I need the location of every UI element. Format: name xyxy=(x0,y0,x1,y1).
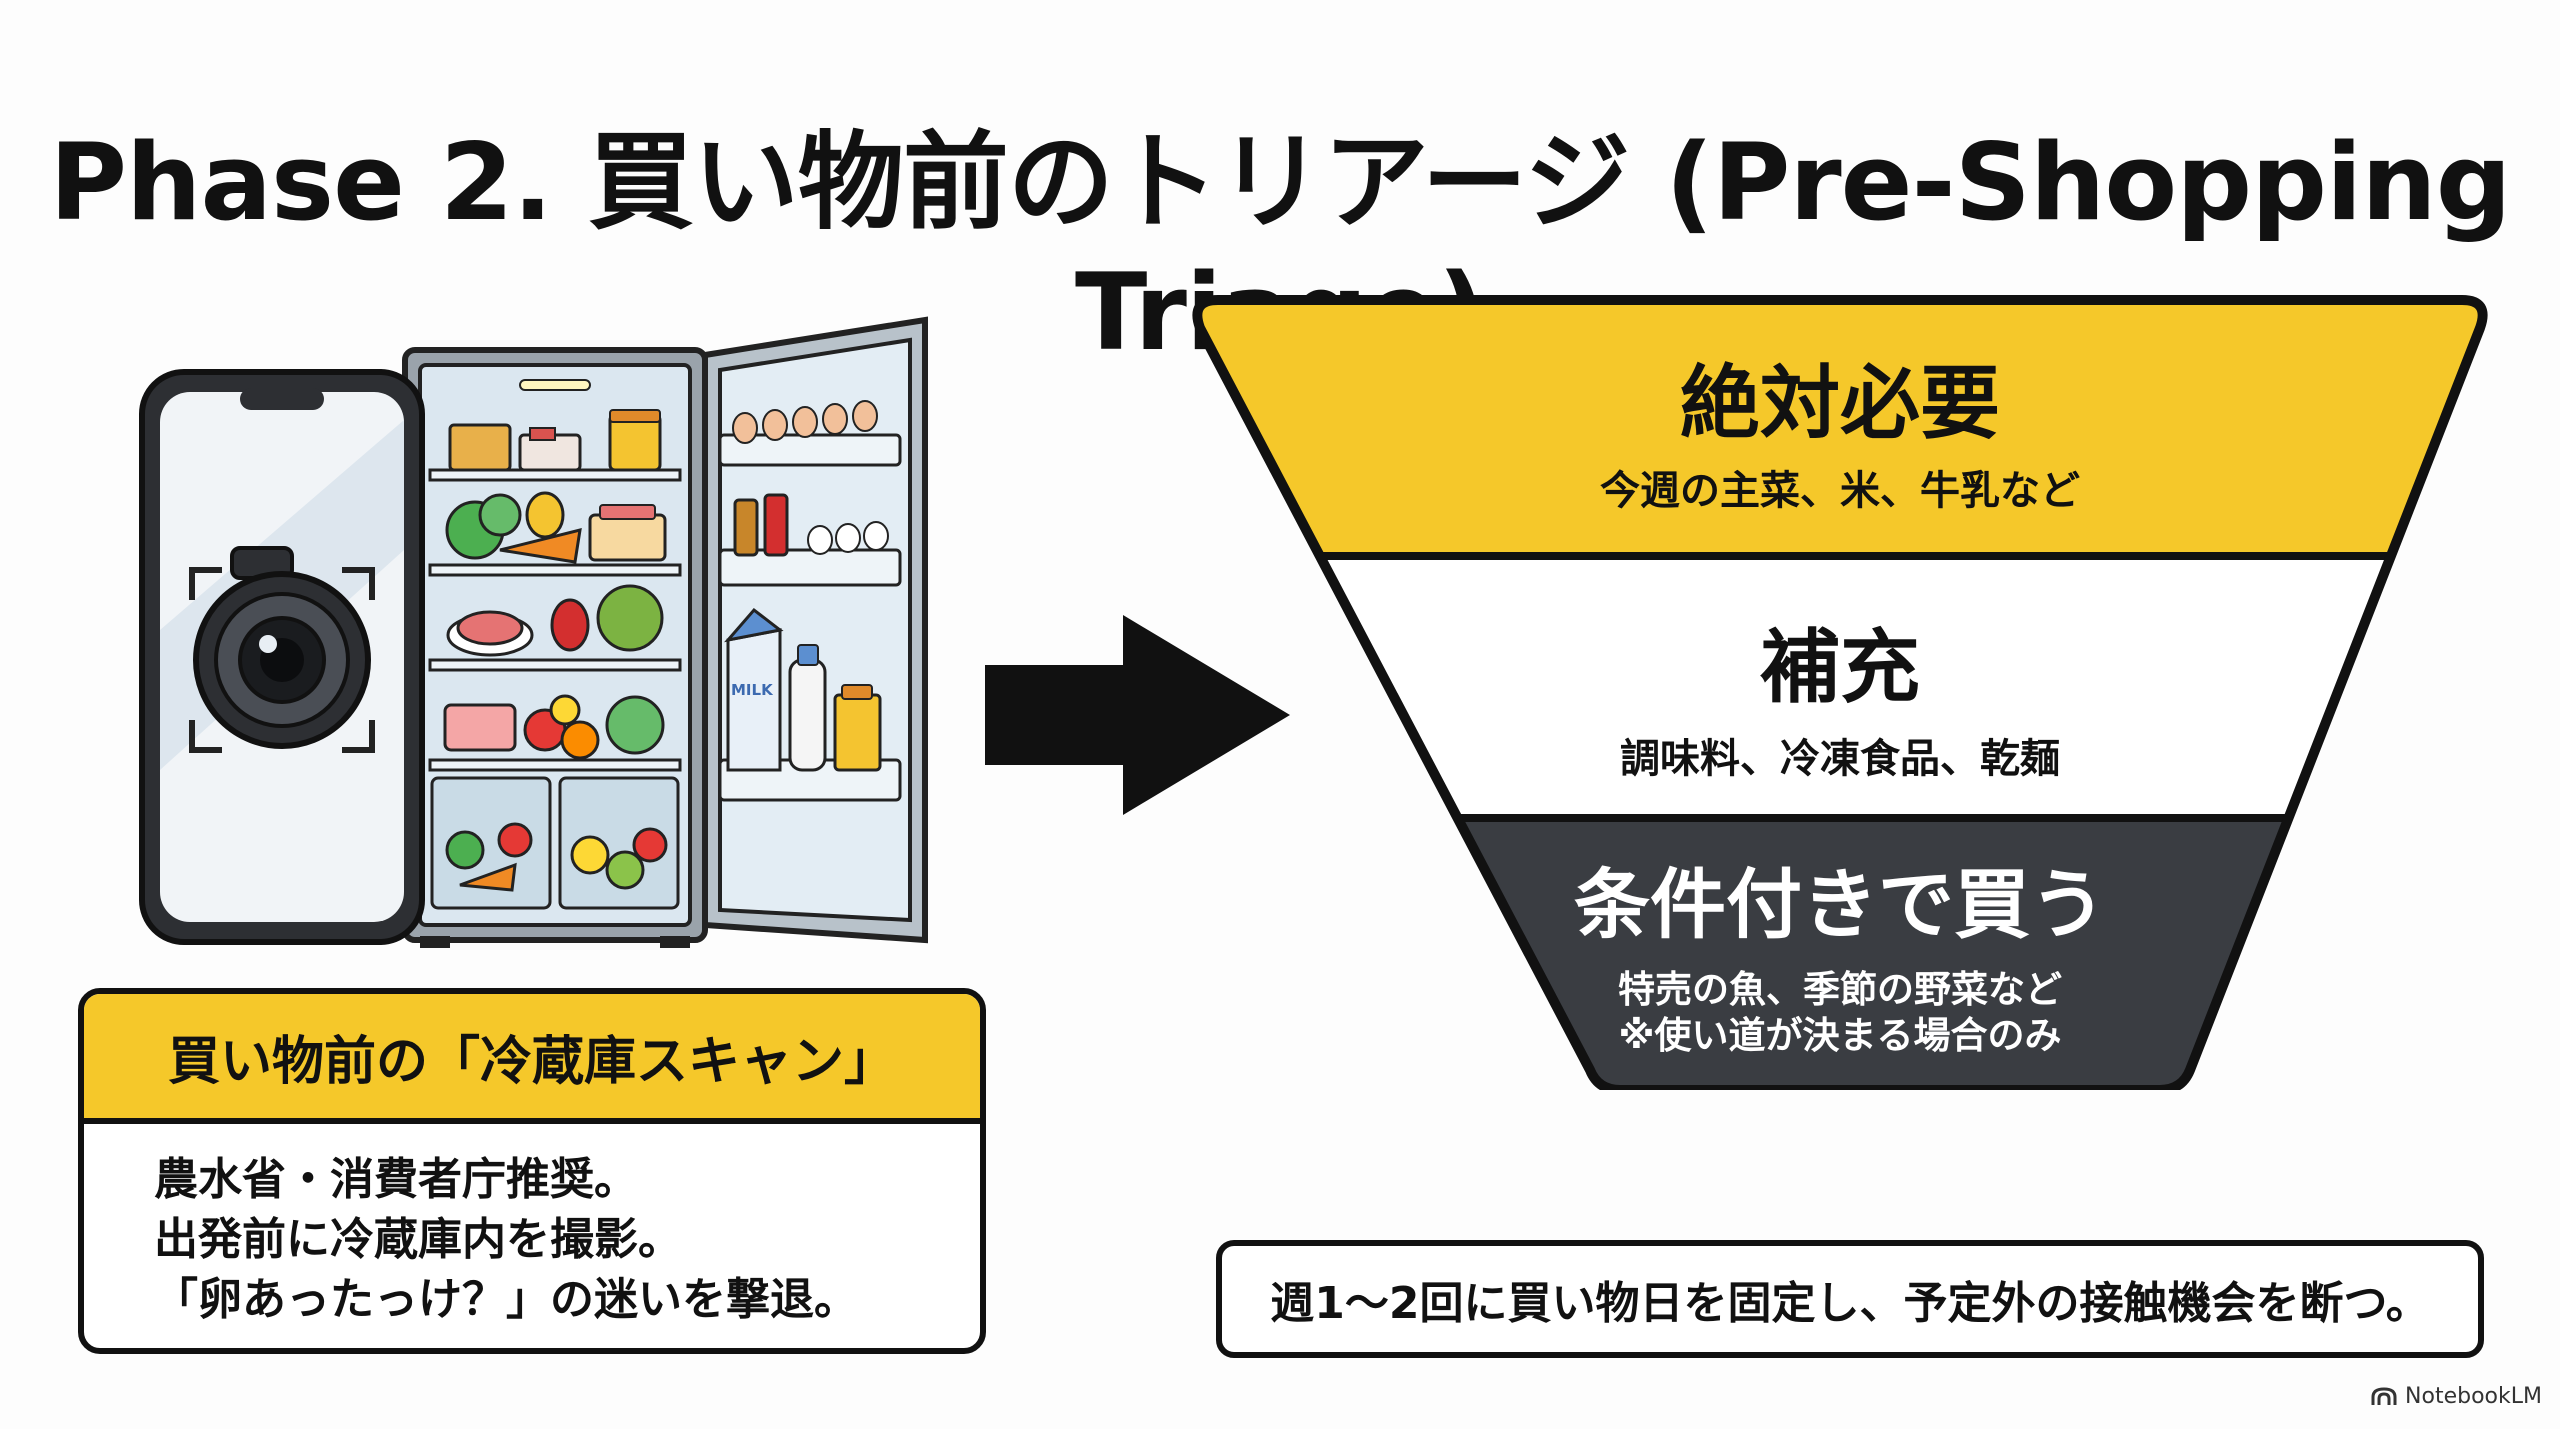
refrigerator-door: MILK xyxy=(702,316,928,944)
milk-label: MILK xyxy=(731,681,774,699)
fridge-scan-box: 買い物前の「冷蔵庫スキャン」 農水省・消費者庁推奨。 出発前に冷蔵庫内を撮影。 … xyxy=(78,988,986,1354)
tier-1-band xyxy=(1197,300,2483,556)
tier-2-subtitle: 調味料、冷凍食品、乾麺 xyxy=(1620,736,2060,782)
phone-fridge-illustration: MILK xyxy=(139,316,928,948)
fridge-scan-header: 買い物前の「冷蔵庫スキャン」 xyxy=(84,994,980,1124)
fridge-scan-line: 農水省・消費者庁推奨。 xyxy=(154,1154,638,1205)
triage-funnel xyxy=(1192,295,2488,1090)
camera-icon xyxy=(193,546,371,749)
tier-2: 補充 調味料、冷凍食品、乾麺 xyxy=(1200,620,2480,784)
tier-2-title: 補充 xyxy=(1760,621,1920,714)
tier-3: 条件付きで買う 特売の魚、季節の野菜など ※使い道が決まる場合のみ xyxy=(1200,857,2480,1059)
tier-1: 絶対必要 今週の主菜、米、牛乳など xyxy=(1200,356,2480,516)
fridge-scan-body: 農水省・消費者庁推奨。 出発前に冷蔵庫内を撮影。 「卵あったっけ？」の迷いを撃退… xyxy=(84,1124,980,1330)
notebooklm-logo-icon xyxy=(2371,1386,2397,1405)
tier-1-title: 絶対必要 xyxy=(1680,357,2000,450)
tier-3-subtitle: 特売の魚、季節の野菜など xyxy=(1618,968,2062,1011)
tier-1-subtitle: 今週の主菜、米、牛乳など xyxy=(1600,468,2080,514)
tier-3-title: 条件付きで買う xyxy=(1574,860,2106,949)
arrow-right-icon xyxy=(985,615,1290,815)
notebooklm-brand: NotebookLM xyxy=(2371,1384,2542,1409)
fridge-scan-line: 「卵あったっけ？」の迷いを撃退。 xyxy=(154,1274,858,1325)
shopping-day-rule-box: 週1〜2回に買い物日を固定し、予定外の接触機会を断つ。 xyxy=(1216,1240,2484,1358)
fridge-scan-line: 出発前に冷蔵庫内を撮影。 xyxy=(154,1214,682,1265)
refrigerator-icon xyxy=(402,347,708,948)
tier-3-note: ※使い道が決まる場合のみ xyxy=(1618,1014,2062,1057)
notebooklm-label: NotebookLM xyxy=(2405,1384,2542,1409)
